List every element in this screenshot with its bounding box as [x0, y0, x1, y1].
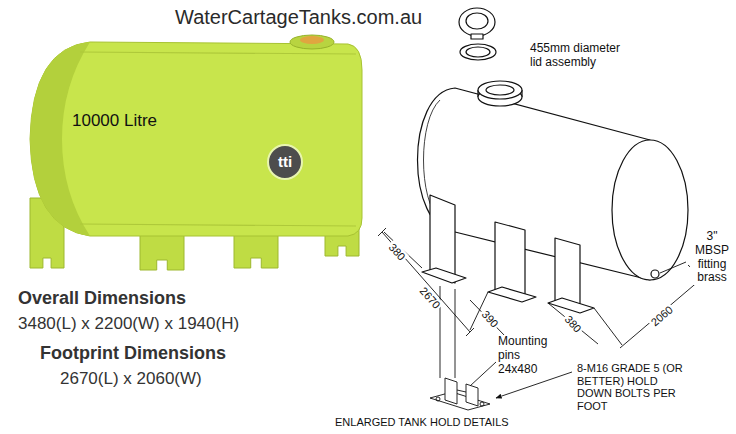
dimension-value: 2670(L) x 2060(W) [60, 369, 202, 389]
tank-shape [20, 28, 365, 290]
tank-end-shade [30, 42, 90, 236]
dimension-value: 380 [385, 239, 409, 264]
bolt [480, 402, 484, 406]
dimension-value: 390 [478, 306, 502, 331]
part-note: Mounting pins 24x480 [498, 335, 552, 376]
capacity-label: 10000 Litre [72, 112, 157, 131]
fitting [651, 270, 659, 278]
dimension-tick [378, 228, 474, 336]
hold-down-bracket [466, 384, 478, 406]
lid-neck [478, 81, 522, 99]
tank-end [612, 140, 688, 280]
foot-plate [548, 298, 594, 313]
part-note: 8-M16 GRADE 5 (OR BETTER) HOLD DOWN BOLT… [577, 362, 685, 413]
foot-plate [422, 268, 466, 283]
hold-down-plate [430, 392, 490, 410]
dimension-line [470, 300, 505, 336]
lid-neck [486, 85, 514, 95]
dimension-value: 2060 [647, 302, 677, 330]
dimension-line [548, 303, 598, 344]
lid [466, 13, 488, 29]
dimension-line [620, 280, 700, 348]
lid-ring [466, 47, 490, 57]
logo-circle [268, 145, 302, 179]
dimension-value: 2670 [416, 283, 444, 313]
bolt [436, 397, 440, 401]
hold-down-pin [457, 390, 466, 392]
site-title: WaterCartageTanks.com.au [175, 6, 422, 29]
dimension-value: 380 [561, 311, 585, 336]
part-note: 3" MBSP fitting brass [690, 230, 734, 285]
logo-text: tti [278, 154, 292, 171]
tank-body [30, 42, 362, 236]
extension-line [384, 232, 488, 330]
tank-lid [290, 35, 334, 49]
dimension-line [382, 232, 470, 332]
tank-rib [80, 52, 356, 226]
logo-badge: tti [267, 144, 303, 180]
tank-body: 10000 Litre tti [20, 28, 365, 290]
lid [459, 8, 495, 36]
part-note: 455mm diameter lid assembly [530, 42, 635, 70]
dimension-heading: Overall Dimensions [18, 288, 186, 309]
extension-line [594, 308, 622, 345]
lid-ring [460, 44, 496, 60]
lid-hinge [471, 34, 483, 39]
foot-plate [488, 287, 536, 302]
hold-down-bracket [445, 378, 457, 404]
tank-lid-cap [300, 36, 324, 44]
detail-line [440, 286, 455, 378]
leader-line [660, 262, 686, 273]
dimension-value: 3480(L) x 2200(W) x 1940(H) [18, 314, 239, 334]
dimension-heading: Footprint Dimensions [40, 343, 226, 364]
detail-caption: ENLARGED TANK HOLD DETAILS [335, 416, 509, 429]
leader-line [470, 362, 496, 386]
